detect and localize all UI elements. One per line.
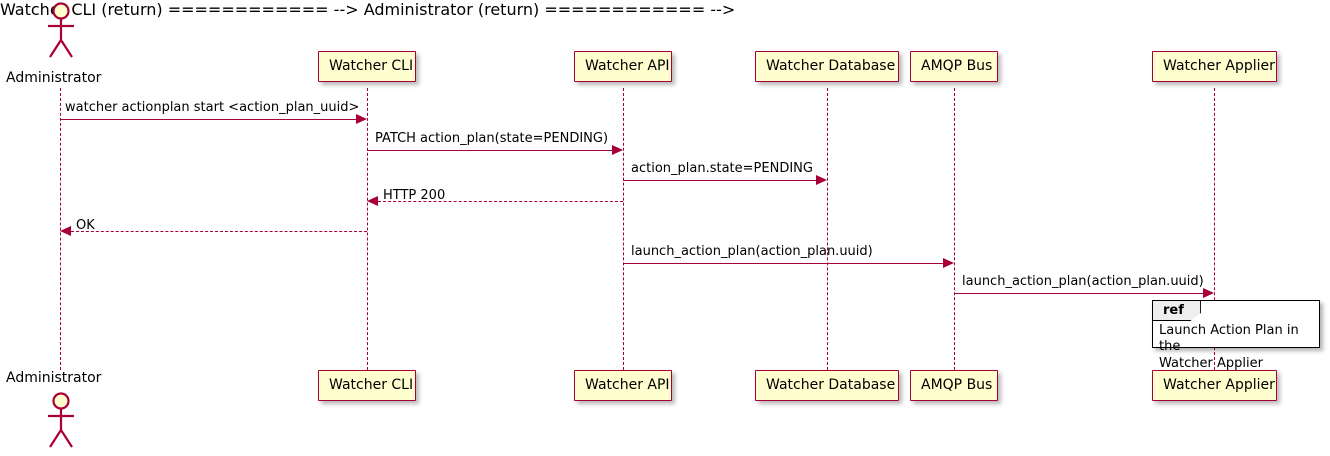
actor-administrator-top-icon <box>48 2 74 58</box>
lifeline-watcher-applier <box>1214 88 1215 370</box>
message-label-2: PATCH action_plan(state=PENDING) <box>375 131 609 146</box>
participant-watcher-applier-top[interactable]: Watcher Applier <box>1152 51 1277 82</box>
participant-watcher-cli-top[interactable]: Watcher CLI <box>318 51 416 82</box>
message-arrow-6-head <box>943 258 954 268</box>
message-arrow-7-head <box>1203 288 1214 298</box>
message-label-5: OK <box>76 218 95 233</box>
message-arrow-3-head <box>816 175 827 185</box>
message-arrow-6-line <box>623 263 943 264</box>
message-arrow-2-head <box>612 145 623 155</box>
participant-watcher-database-top[interactable]: Watcher Database <box>755 51 899 82</box>
message-arrow-5-line <box>71 231 367 232</box>
participant-watcher-applier-bottom[interactable]: Watcher Applier <box>1152 370 1277 401</box>
message-arrow-5-head <box>60 226 71 236</box>
lifeline-watcher-api <box>623 88 624 370</box>
participant-watcher-api-bottom[interactable]: Watcher API <box>574 370 672 401</box>
message-label-7: launch_action_plan(action_plan.uuid) <box>962 274 1204 289</box>
lifeline-amqp-bus <box>954 88 955 370</box>
lifeline-watcher-database <box>827 88 828 370</box>
ref-fragment-keyword: ref <box>1153 301 1201 321</box>
actor-administrator-bottom-icon <box>48 392 74 448</box>
actor-administrator-top-label: Administrator <box>6 70 102 86</box>
participant-amqp-bus-top[interactable]: AMQP Bus <box>910 51 998 82</box>
participant-watcher-api-top[interactable]: Watcher API <box>574 51 672 82</box>
participant-watcher-cli-bottom[interactable]: Watcher CLI <box>318 370 416 401</box>
ref-fragment-text: Launch Action Plan in the Watcher Applie… <box>1159 323 1299 371</box>
ref-fragment-launch-action-plan: ref Launch Action Plan in the Watcher Ap… <box>1152 300 1320 371</box>
message-arrow-4-head <box>367 196 378 206</box>
message-label-1: watcher actionplan start <action_plan_uu… <box>65 100 360 115</box>
participant-amqp-bus-bottom[interactable]: AMQP Bus <box>910 370 998 401</box>
message-arrow-7-line <box>954 293 1203 294</box>
message-label-3: action_plan.state=PENDING <box>631 161 813 176</box>
message-arrow-4-line <box>378 201 623 202</box>
message-label-6: launch_action_plan(action_plan.uuid) <box>631 244 873 259</box>
message-label-4: HTTP 200 <box>383 188 446 203</box>
message-arrow-3-line <box>623 180 816 181</box>
message-arrow-1-head <box>356 114 367 124</box>
lifeline-watcher-cli <box>367 88 368 370</box>
message-arrow-1-line <box>60 119 356 120</box>
message-arrow-2-line <box>367 150 612 151</box>
participant-watcher-database-bottom[interactable]: Watcher Database <box>755 370 899 401</box>
actor-administrator-bottom-label: Administrator <box>6 370 102 386</box>
